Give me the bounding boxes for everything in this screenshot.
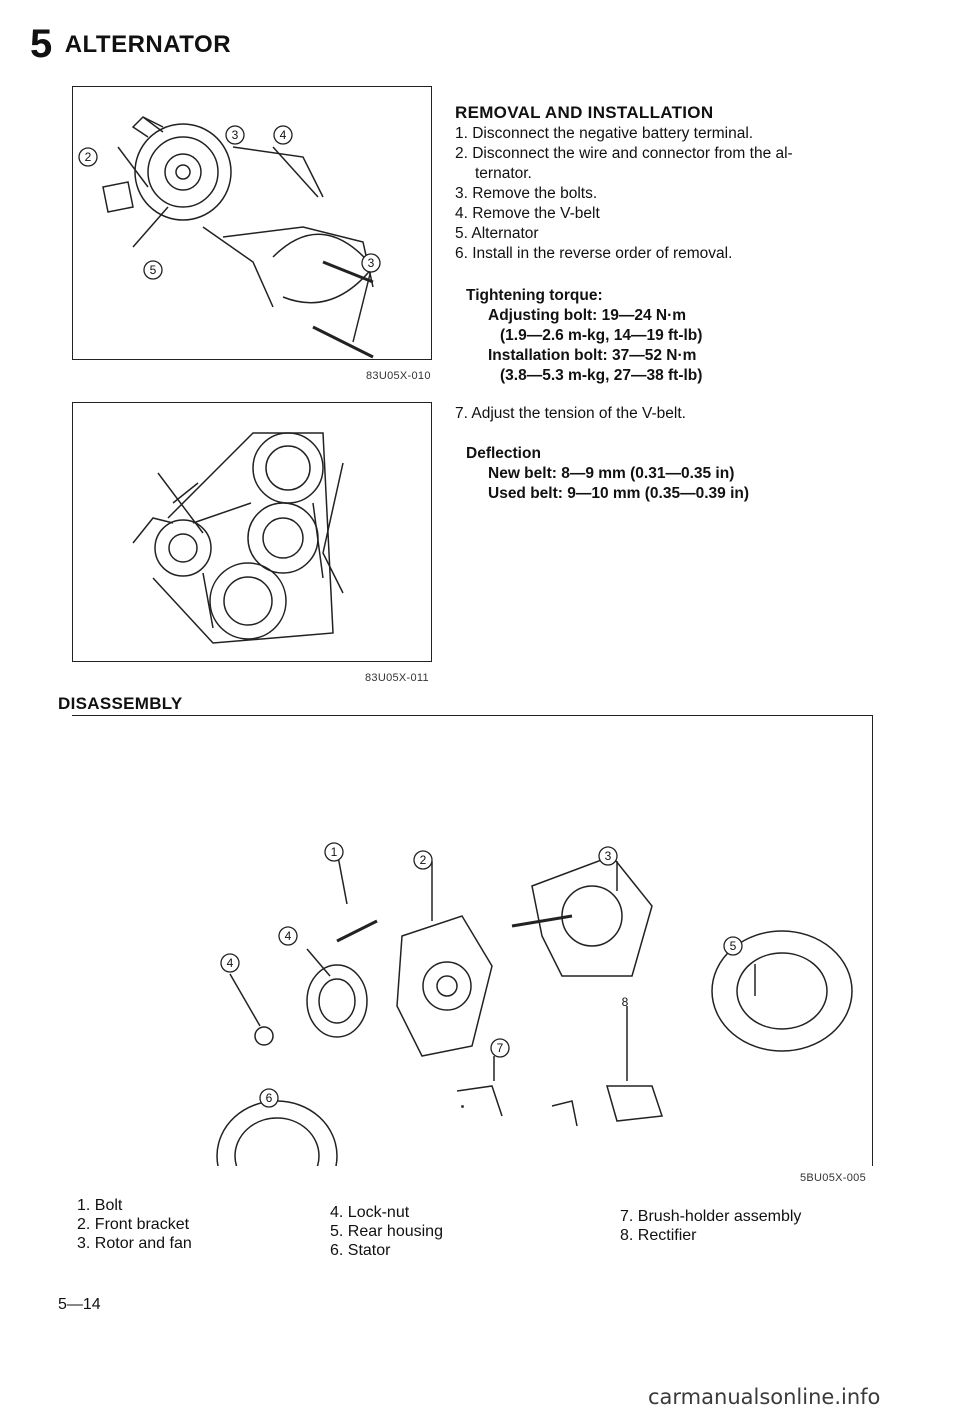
- callout-5: 5: [150, 263, 157, 277]
- callout-6: 6: [266, 1091, 273, 1105]
- legend-column-3: 7. Brush-holder assembly 8. Rectifier: [620, 1207, 801, 1245]
- step-2: 2. Disconnect the wire and connector fro…: [455, 145, 793, 162]
- callout-2: 2: [85, 150, 92, 164]
- callout-4b: 4: [227, 956, 234, 970]
- legend-item-4: 4. Lock-nut: [330, 1204, 410, 1221]
- step-5: 5. Alternator: [455, 225, 539, 242]
- removal-title: REMOVAL AND INSTALLATION: [455, 103, 714, 122]
- callout-3: 3: [605, 849, 612, 863]
- deflection-title: Deflection: [466, 445, 541, 462]
- step-3: 3. Remove the bolts.: [455, 185, 598, 202]
- legend-item-7: 7. Brush-holder assembly: [620, 1208, 802, 1225]
- step-4: 4. Remove the V-belt: [455, 205, 600, 222]
- legend-item-6: 6. Stator: [330, 1242, 391, 1259]
- callout-4: 4: [280, 128, 287, 142]
- deflection-used: Used belt: 9—10 mm (0.35—0.39 in): [488, 485, 750, 502]
- torque-line-3: Installation bolt: 37—52 N·m: [488, 347, 697, 364]
- disassembly-title: DISASSEMBLY: [58, 694, 183, 713]
- disassembly-code: 5BU05X-005: [800, 1172, 866, 1184]
- section-number: 5: [30, 22, 53, 66]
- deflection: Deflection New belt: 8—9 mm (0.31—0.35 i…: [466, 444, 749, 504]
- page-number: 5—14: [58, 1296, 101, 1313]
- torque-line-4: (3.8—5.3 m-kg, 27—38 ft-lb): [500, 367, 703, 384]
- torque-line-1: Adjusting bolt: 19—24 N·m: [488, 307, 687, 324]
- step-1: 1. Disconnect the negative battery termi…: [455, 125, 754, 142]
- legend-item-3: 3. Rotor and fan: [77, 1235, 192, 1252]
- legend-item-2: 2. Front bracket: [77, 1216, 190, 1233]
- legend-column-2: 4. Lock-nut 5. Rear housing 6. Stator: [330, 1203, 443, 1260]
- step-7: 7. Adjust the tension of the V-belt.: [455, 405, 686, 422]
- step-6: 6. Install in the reverse order of remov…: [455, 245, 733, 262]
- page-header: 5 ALTERNATOR: [30, 22, 231, 67]
- disassembly-illustration: 1 2 3 4 4 5 6 7 8: [216, 842, 853, 1166]
- section-title: ALTERNATOR: [64, 30, 232, 58]
- callout-2: 2: [420, 853, 427, 867]
- callout-3b: 3: [368, 256, 375, 270]
- tightening-torque: Tightening torque: Adjusting bolt: 19—24…: [466, 286, 702, 386]
- callout-7: 7: [497, 1041, 504, 1055]
- deflection-new: New belt: 8—9 mm (0.31—0.35 in): [488, 465, 735, 482]
- torque-line-2: (1.9—2.6 m-kg, 14—19 ft-lb): [500, 327, 703, 344]
- figure1-code: 83U05X-010: [366, 370, 431, 382]
- step-2-cont: ternator.: [475, 165, 532, 182]
- alternator-removal-illustration: 2 3 4 5 3: [78, 116, 381, 359]
- torque-title: Tightening torque:: [466, 287, 603, 304]
- legend-column-1: 1. Bolt 2. Front bracket 3. Rotor and fa…: [77, 1196, 192, 1253]
- removal-steps: 1. Disconnect the negative battery termi…: [455, 124, 793, 264]
- callout-1: 1: [331, 845, 338, 859]
- figure-alternator-removal: 2 3 4 5 3: [72, 86, 432, 360]
- callout-3: 3: [232, 128, 239, 142]
- figure2-code: 83U05X-011: [365, 672, 429, 684]
- figure-belt-tension: [72, 402, 432, 662]
- callout-5: 5: [730, 939, 737, 953]
- legend-item-8: 8. Rectifier: [620, 1227, 697, 1244]
- legend-item-5: 5. Rear housing: [330, 1223, 443, 1240]
- legend-item-1: 1. Bolt: [77, 1197, 123, 1214]
- callout-4a: 4: [285, 929, 292, 943]
- figure-disassembly: 1 2 3 4 4 5 6 7 8: [72, 715, 873, 1166]
- watermark: carmanualsonline.info: [648, 1385, 881, 1409]
- callout-8: 8: [622, 995, 629, 1009]
- belt-tension-illustration: [132, 432, 344, 644]
